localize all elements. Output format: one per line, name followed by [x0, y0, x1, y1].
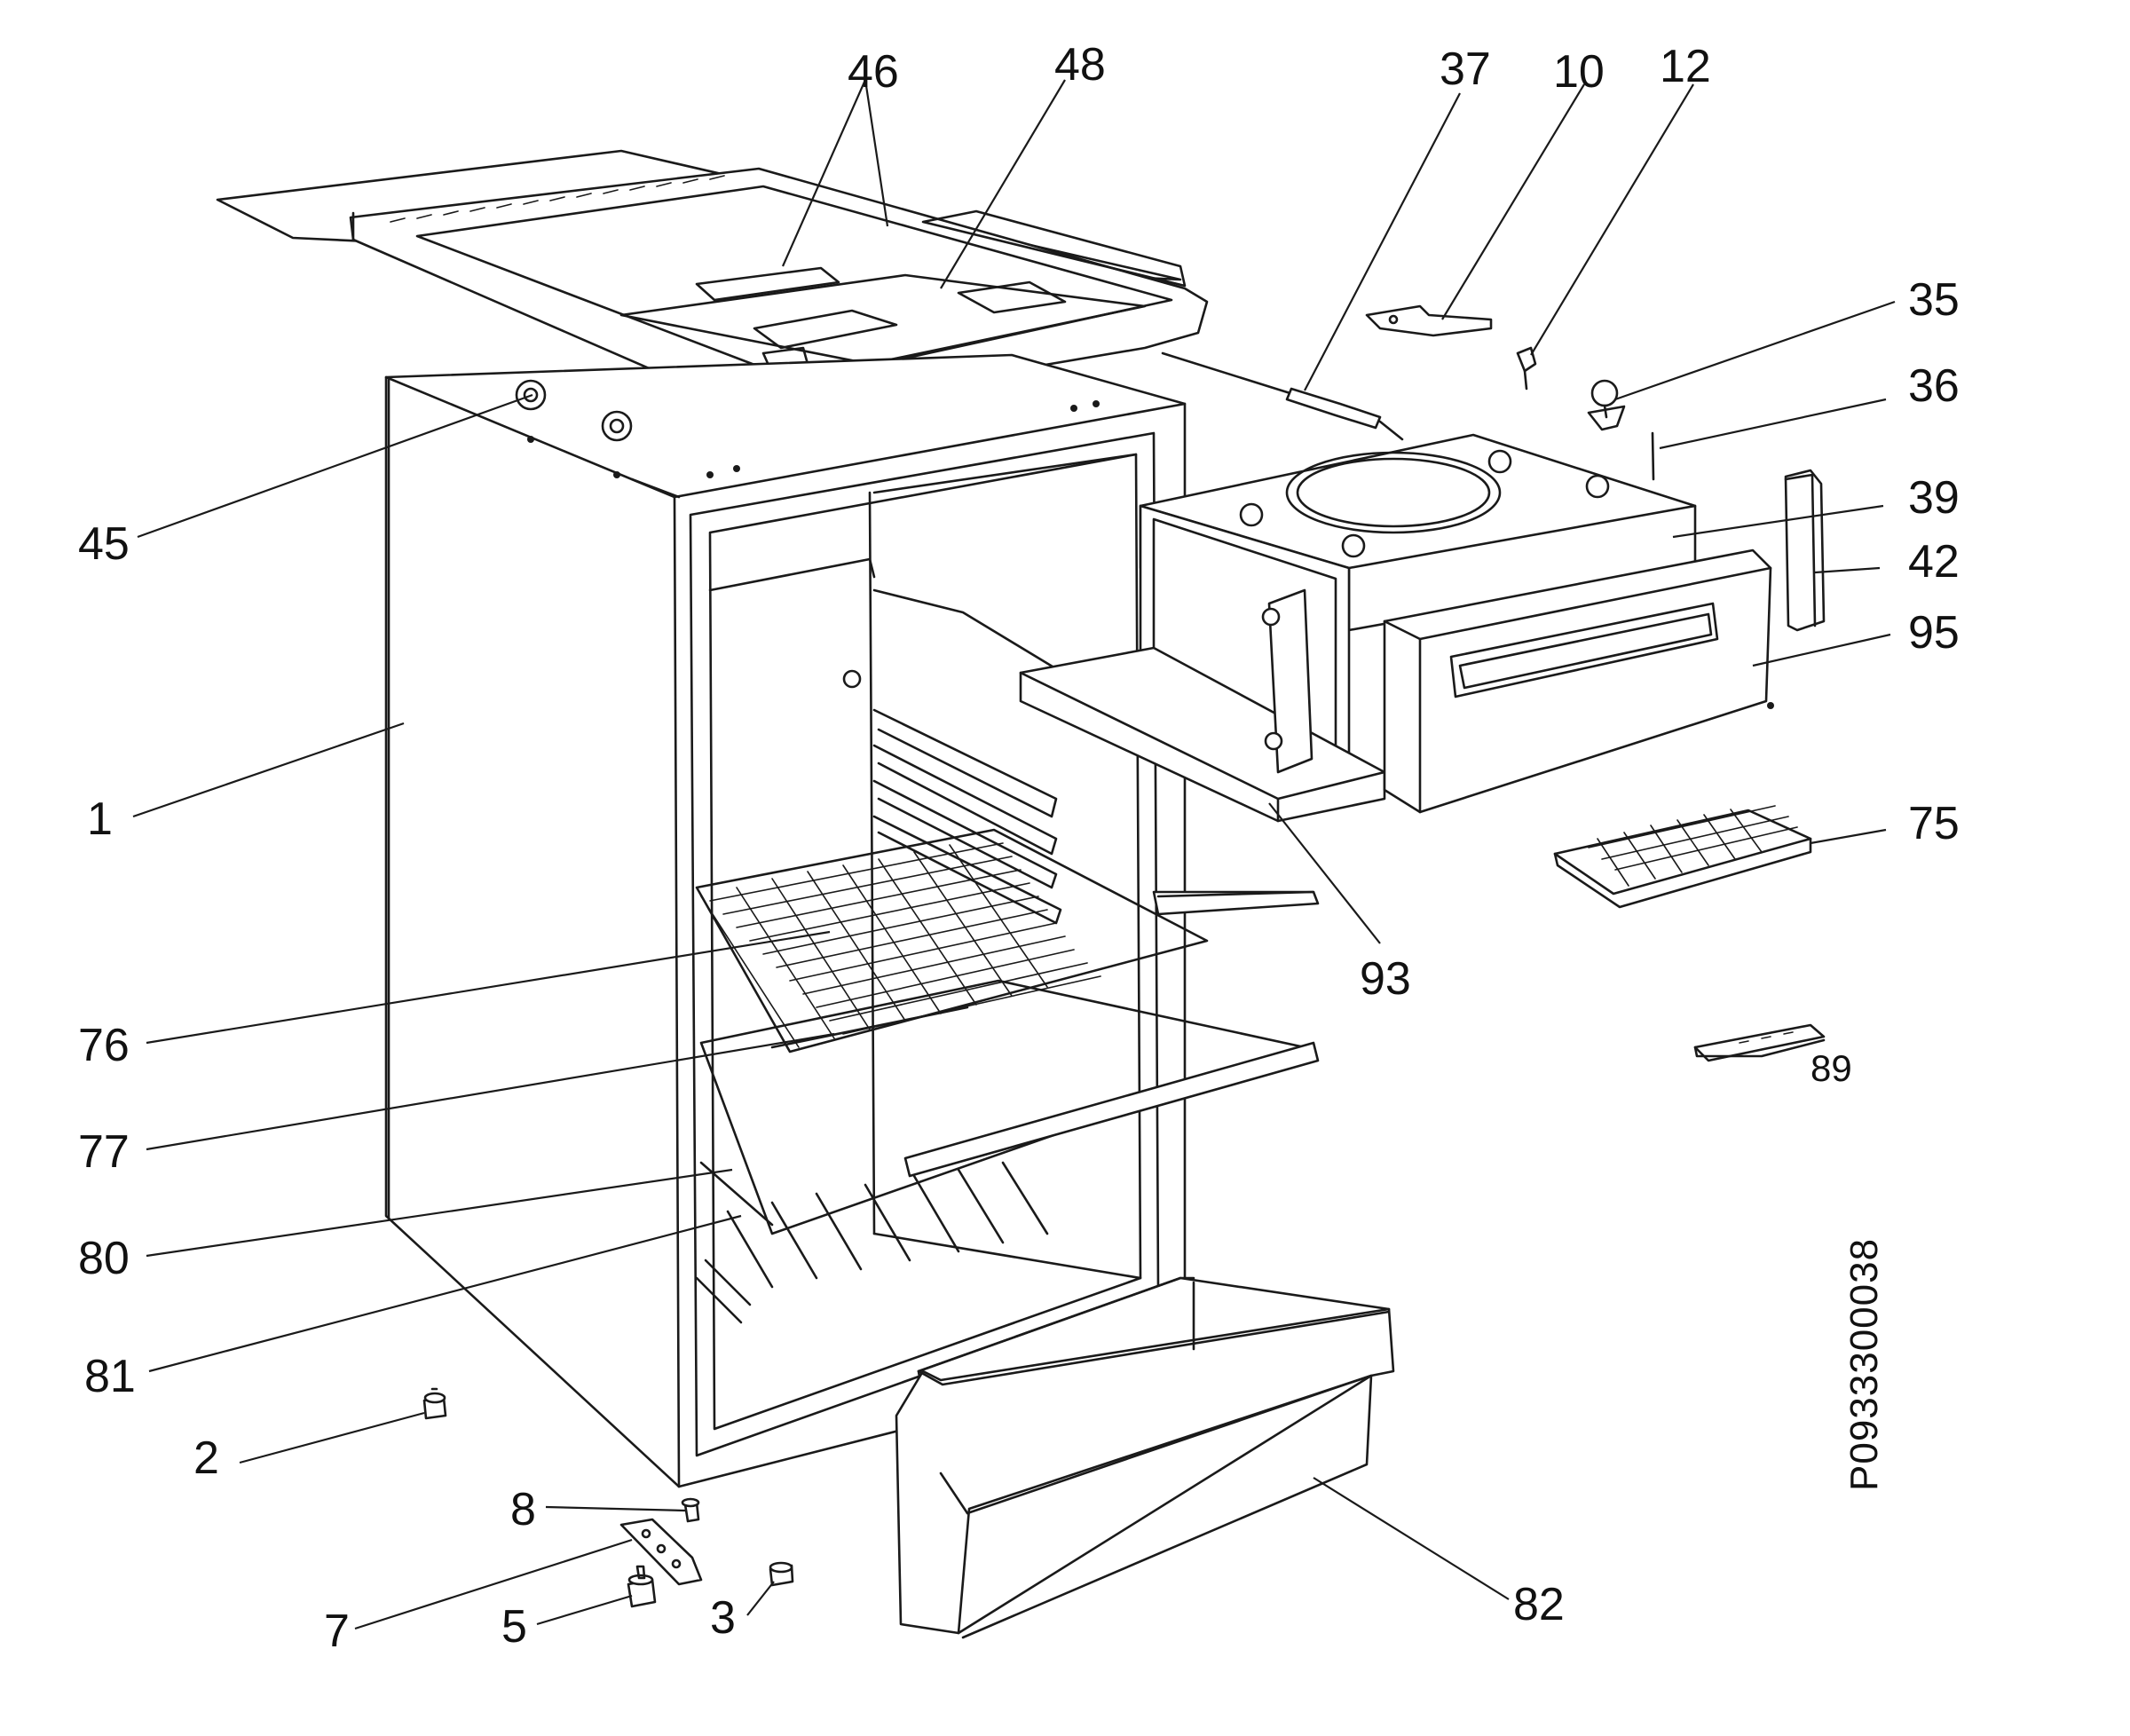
adjustable-foot: [422, 1387, 447, 1420]
door-hinge-strip: [1784, 469, 1826, 632]
callout-42: 42: [1908, 536, 1960, 588]
callout-5: 5: [501, 1601, 527, 1653]
callout-1: 1: [87, 793, 113, 845]
worktop-inner-mould: [619, 266, 1147, 371]
callout-8: 8: [510, 1484, 536, 1535]
freezer-compartment: [1019, 433, 1697, 823]
wire-shelf: [695, 828, 1320, 1053]
cabinet-body: [384, 353, 1187, 1488]
ice-tray: [1553, 805, 1812, 909]
callout-76: 76: [78, 1020, 130, 1071]
callout-12: 12: [1660, 41, 1711, 92]
egg-tray: [1693, 1023, 1826, 1062]
freezer-door: [1383, 548, 1774, 814]
callout-46: 46: [848, 46, 899, 98]
callout-37: 37: [1440, 43, 1491, 95]
callout-48: 48: [1054, 39, 1106, 91]
callout-45: 45: [78, 518, 130, 570]
callout-35: 35: [1908, 274, 1960, 326]
callout-93: 93: [1360, 953, 1411, 1005]
foot-cap: [769, 1561, 794, 1587]
callout-10: 10: [1553, 46, 1605, 98]
callout-39: 39: [1908, 472, 1960, 524]
callout-2: 2: [193, 1432, 219, 1484]
callout-36: 36: [1908, 360, 1960, 412]
upper-hinge: [1365, 304, 1493, 337]
thermostat-knob: [1587, 379, 1626, 431]
worktop-vents: [390, 175, 725, 223]
hinge-screw: [681, 1497, 700, 1523]
callout-3: 3: [710, 1592, 736, 1644]
callout-labels: 46 48 37 10 12 35 36 39 42 95 45 1 75 93…: [78, 39, 1960, 1657]
lower-hinge: [619, 1518, 703, 1586]
adjustable-foot-front: [627, 1565, 657, 1608]
leader-lines: [132, 79, 1896, 1630]
reference-code: P0933300038: [1842, 1238, 1886, 1491]
thermostat-capillary: [1161, 351, 1404, 441]
worktop-part: [216, 149, 1209, 410]
hinge-pin: [1516, 346, 1537, 391]
callout-82: 82: [1513, 1579, 1565, 1630]
callout-75: 75: [1908, 798, 1960, 849]
crisper-drawer: [895, 1276, 1395, 1639]
callout-81: 81: [84, 1351, 136, 1402]
callout-95: 95: [1908, 607, 1960, 659]
crisper-cover-grid: [695, 1161, 1049, 1324]
callout-7: 7: [324, 1606, 350, 1657]
callout-77: 77: [78, 1126, 130, 1178]
callout-80: 80: [78, 1233, 130, 1284]
callout-89: 89: [1810, 1047, 1852, 1089]
